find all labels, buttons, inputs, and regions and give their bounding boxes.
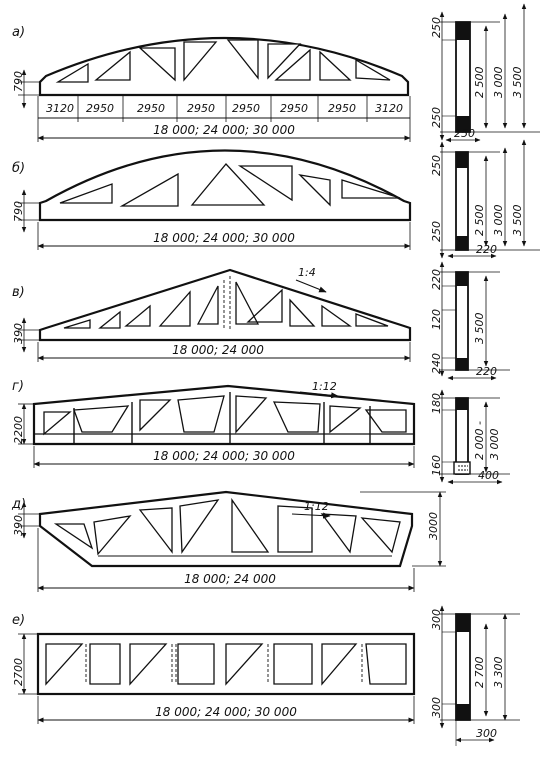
cs-b-width: 220 (476, 243, 497, 256)
cs-a-top: 250 (430, 17, 443, 38)
truss-a: а) 790 3120 2950 2950 2950 2950 2950 295… (12, 3, 540, 143)
cs-b-h1: 2 500 (473, 205, 486, 237)
truss-e-span: 18 000; 24 000 (184, 572, 276, 586)
cs-a-h2: 3 000 (492, 67, 505, 99)
cs-b-h2: 3 000 (492, 205, 505, 237)
panel-1: 3120 (46, 102, 74, 115)
cross-section-c: 220 120 240 3 500 220 (430, 261, 510, 381)
cs-a-bottom: 250 (430, 107, 443, 128)
section-letter-c: в) (12, 285, 25, 300)
truss-a-panel-chain: 3120 2950 2950 2950 2950 2950 2950 3120 (37, 96, 411, 122)
cs-c-web: 120 (430, 309, 443, 330)
cross-section-b: 250 250 2 500 3 000 3 500 220 (430, 139, 540, 259)
panel-2: 2950 (86, 102, 114, 115)
cs-f-h1: 2 700 (473, 657, 486, 689)
cs-c-h1: 3 500 (473, 313, 486, 345)
cs-f-bottom: 300 (430, 697, 443, 718)
cross-section-d: 180 160 2 000 - 3 000 400 (430, 389, 510, 485)
truss-a-span: 18 000; 24 000; 30 000 (153, 123, 295, 137)
truss-b-openings (59, 163, 401, 207)
truss-e-body (38, 490, 414, 568)
truss-e-mid-height: 3000 (427, 512, 440, 540)
truss-f-end-height: 2700 (12, 658, 25, 686)
truss-d: г) 1:12 2200 18 000; 24 000; 30 000 (12, 379, 510, 485)
truss-d-end-height: 2200 (12, 416, 25, 444)
panel-4: 2950 (187, 102, 215, 115)
cs-b-h3: 3 500 (511, 205, 524, 237)
section-letter-a: а) (12, 25, 25, 40)
truss-c-slope: 1:4 (298, 266, 316, 279)
truss-e: д) 1:12 390 3000 18 000; 24 000 (11, 490, 446, 592)
truss-b-end-height: 790 (12, 201, 25, 222)
truss-d-slope: 1:12 (312, 380, 337, 393)
cs-f-top: 300 (430, 609, 443, 630)
cs-d-width: 400 (478, 469, 499, 482)
panel-7: 2950 (328, 102, 356, 115)
section-letter-f: е) (12, 613, 25, 628)
truss-f-span: 18 000; 24 000; 30 000 (155, 705, 297, 719)
cs-a-width: 250 (454, 127, 475, 140)
cs-d-top: 180 (430, 393, 443, 414)
cs-d-h1: 2 000 - (473, 421, 486, 460)
cs-b-top: 250 (430, 155, 443, 176)
truss-f-openings (45, 643, 407, 686)
cs-f-h2: 3 300 (492, 657, 505, 689)
cs-a-h3: 3 500 (511, 67, 524, 99)
truss-c: в) 1:4 390 18 000; 24 000 220 120 240 (12, 261, 510, 381)
truss-d-openings (43, 395, 407, 436)
truss-e-openings (53, 497, 401, 556)
truss-a-body (38, 36, 410, 97)
cs-d-bottom: 160 (430, 455, 443, 476)
truss-e-end-height: 390 (12, 515, 25, 536)
panel-6: 2950 (280, 102, 308, 115)
panel-3: 2950 (137, 102, 165, 115)
truss-a-openings (55, 39, 391, 83)
truss-c-end-height: 390 (12, 323, 25, 344)
cs-c-bottom: 240 (430, 353, 443, 374)
truss-e-slope: 1:12 (304, 500, 329, 513)
cs-a-h1: 2 500 (473, 67, 486, 99)
truss-d-body (32, 384, 416, 446)
panel-5: 2950 (232, 102, 260, 115)
truss-c-body (38, 268, 412, 342)
truss-b-span: 18 000; 24 000; 30 000 (153, 231, 295, 245)
cs-f-width: 300 (476, 727, 497, 740)
cs-d-h2: 3 000 (488, 429, 501, 461)
section-letter-d: г) (12, 379, 24, 394)
section-letter-b: б) (12, 161, 25, 176)
cross-section-f: 300 300 2 700 3 300 300 (430, 605, 520, 746)
cross-section-a: 250 250 2 500 3 000 3 500 250 (430, 3, 540, 143)
truss-a-end-height: 790 (12, 71, 25, 92)
cs-c-width: 220 (476, 365, 497, 378)
panel-8: 3120 (375, 102, 403, 115)
truss-d-span: 18 000; 24 000; 30 000 (153, 449, 295, 463)
cs-b-bottom: 250 (430, 221, 443, 242)
cs-c-top: 220 (430, 269, 443, 290)
truss-b: б) 790 18 000; 24 000; 30 000 250 250 2 … (12, 139, 540, 259)
truss-f: е) 2700 18 000; 24 000; 30 000 300 300 (12, 605, 520, 746)
truss-c-span: 18 000; 24 000 (172, 343, 264, 357)
truss-c-openings (63, 281, 389, 329)
